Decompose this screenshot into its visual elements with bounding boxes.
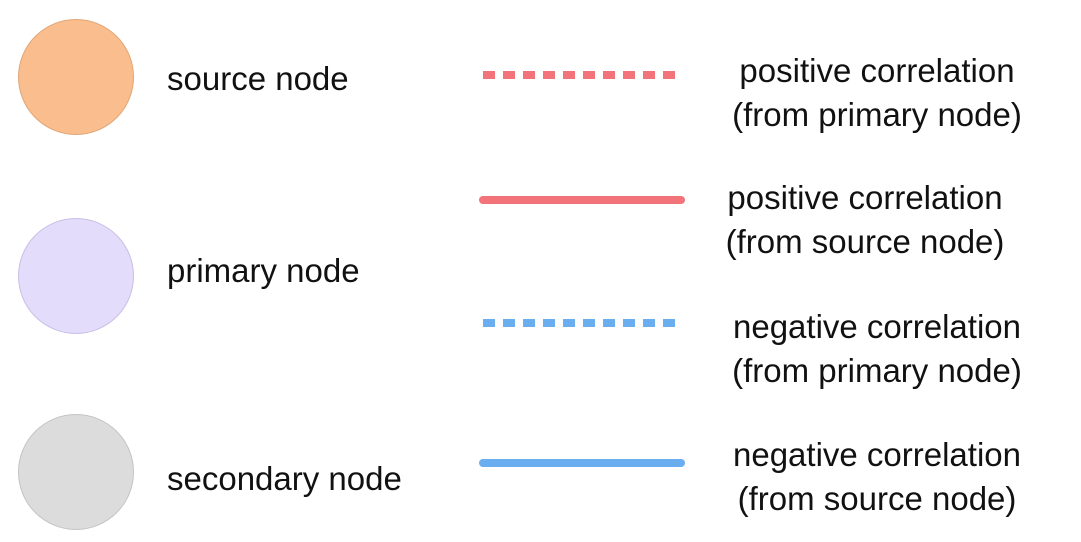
edge-label-line2: (from primary node): [732, 352, 1022, 389]
negative-primary-edge-label: negative correlation (from primary node): [707, 305, 1047, 393]
primary-node-label: primary node: [167, 252, 360, 289]
edge-label-line2: (from primary node): [732, 96, 1022, 133]
source-node-label: source node: [167, 60, 349, 97]
negative-primary-edge-swatch: [483, 319, 681, 327]
negative-source-edge-swatch: [479, 459, 685, 467]
secondary-node-swatch: [18, 414, 134, 530]
edge-label-line2: (from source node): [725, 223, 1005, 260]
positive-source-edge-swatch: [479, 196, 685, 204]
positive-source-edge-label: positive correlation (from source node): [695, 176, 1035, 264]
positive-primary-edge-label: positive correlation (from primary node): [707, 49, 1047, 137]
edge-label-line1: positive correlation: [727, 179, 1003, 216]
edge-label-line1: negative correlation: [732, 308, 1021, 345]
edge-label-line1: negative correlation: [732, 436, 1021, 473]
positive-primary-edge-swatch: [483, 71, 681, 79]
secondary-node-label: secondary node: [167, 460, 402, 497]
primary-node-swatch: [18, 218, 134, 334]
source-node-swatch: [18, 19, 134, 135]
edge-label-line1: positive correlation: [739, 52, 1015, 89]
edge-label-line2: (from source node): [737, 480, 1017, 517]
negative-source-edge-label: negative correlation (from source node): [707, 433, 1047, 521]
